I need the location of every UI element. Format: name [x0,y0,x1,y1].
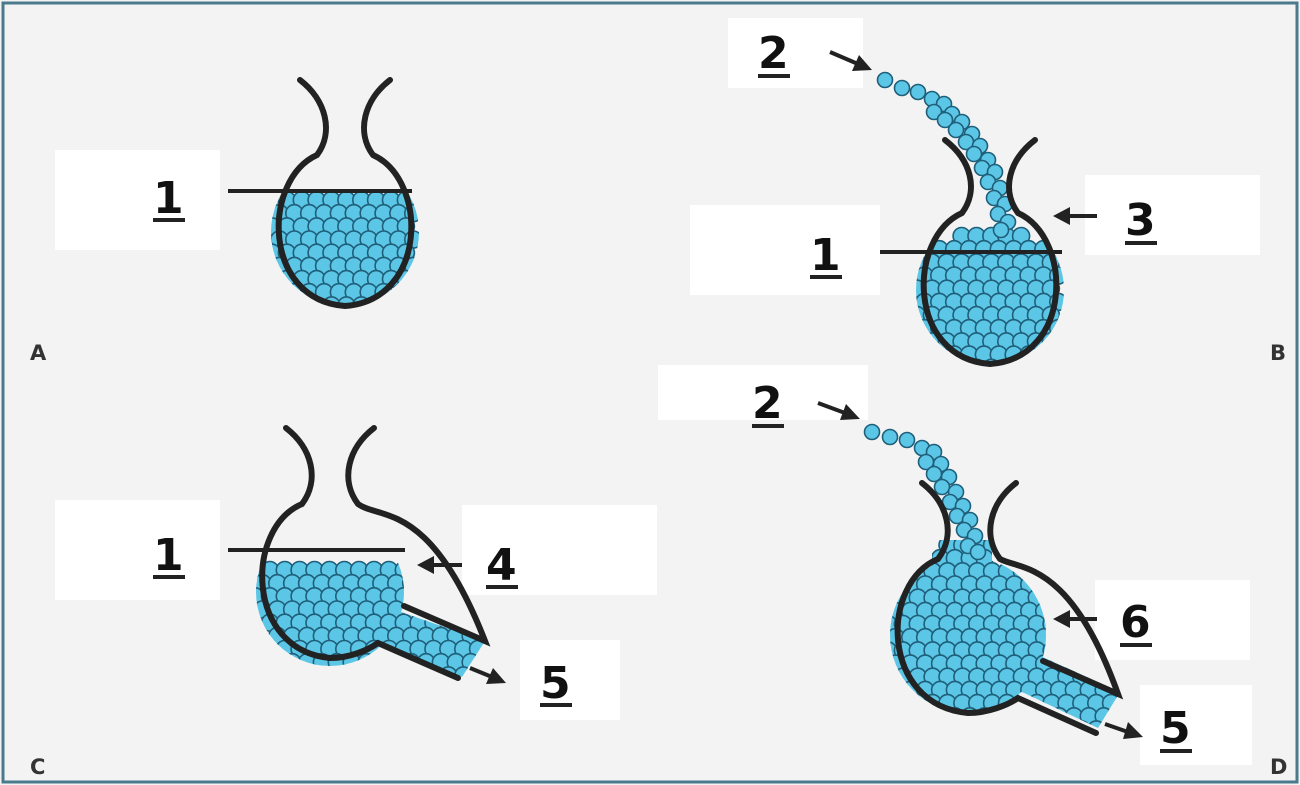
particle [883,430,898,445]
outflow-label: 5 [540,658,571,709]
particle [878,73,893,88]
particle [865,425,880,440]
body-label: 6 [1120,597,1151,648]
particle [971,545,986,560]
label-box [1140,685,1252,765]
particle [994,223,1009,238]
label-box [55,500,220,600]
label-box [728,18,863,88]
surface-label: 4 [486,540,517,591]
particle [935,480,950,495]
panel-letter-d: D [1270,755,1287,779]
particle [967,147,982,162]
inflow-label: 2 [758,28,789,79]
label-box [1095,580,1250,660]
panel-letter-c: C [30,755,45,779]
particle [895,81,910,96]
particle [911,85,926,100]
panel-letter-a: A [30,341,47,365]
level-label: 1 [810,230,841,281]
particle [900,433,915,448]
outflow-label: 5 [1160,703,1191,754]
level-label: 1 [153,173,184,224]
label-box [55,150,220,250]
label-box [1085,175,1260,255]
panel-letter-b: B [1270,341,1286,365]
label-box [690,205,880,295]
inflow-label: 2 [752,378,783,429]
level-label: 1 [153,530,184,581]
neck-label: 3 [1125,195,1156,246]
